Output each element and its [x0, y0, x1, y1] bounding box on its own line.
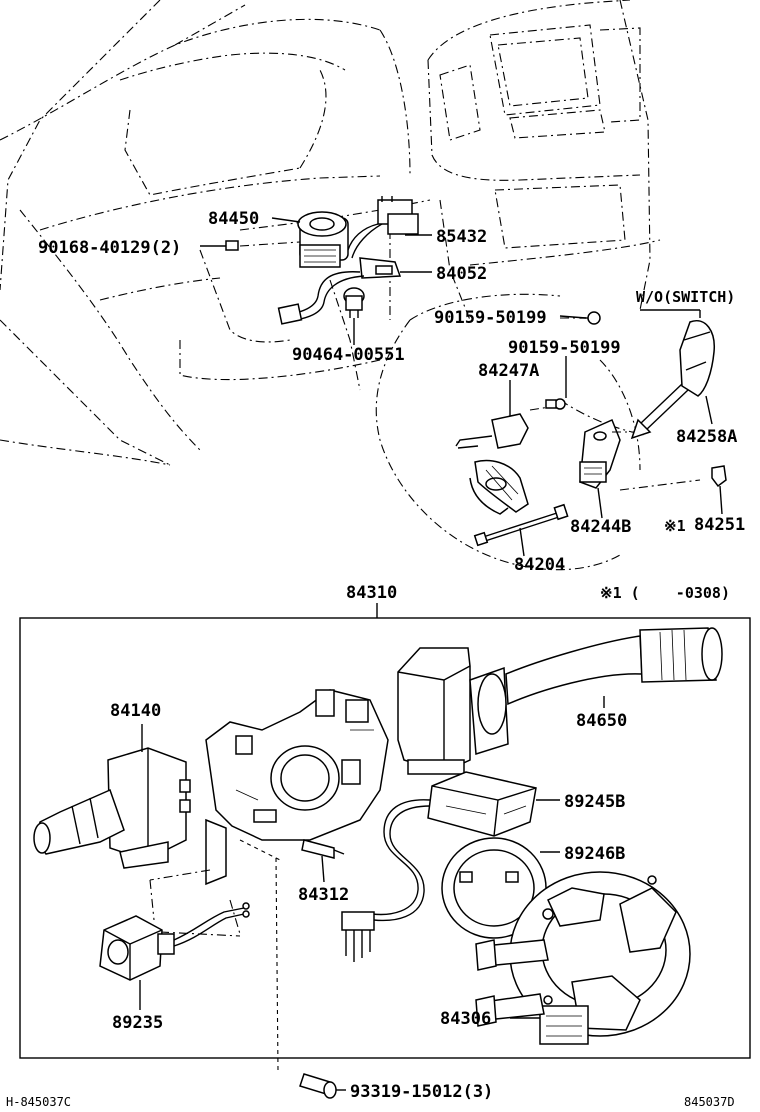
label-90464-00551: 90464-00551 — [292, 345, 405, 365]
callout-line-84251 — [619, 479, 701, 491]
footer-right-code: 845037D — [684, 1095, 735, 1109]
part-84650-wiper-switch — [397, 627, 723, 775]
label-90159-50199-b: 90159-50199 — [508, 338, 621, 358]
part-90464-clip — [343, 287, 365, 318]
part-89235-sensor — [99, 902, 250, 981]
label-note-0308: ※1 ( -0308) — [600, 584, 730, 602]
label-93319-15012: 93319-15012(3) — [350, 1082, 493, 1102]
label-84312: 84312 — [298, 885, 349, 905]
label-84251: 84251 — [694, 515, 745, 535]
part-84306-spiral-cable — [475, 871, 691, 1045]
part-84258a-bracket — [679, 320, 715, 397]
leader-84251 — [719, 485, 723, 515]
part-84312-pin — [301, 839, 345, 859]
leader-90159-a — [559, 315, 587, 319]
dashboard-outline — [0, 0, 661, 571]
part-89245b-sensor — [341, 771, 537, 962]
label-84204: 84204 — [514, 555, 565, 575]
part-89246b-ring — [441, 837, 547, 939]
label-84140: 84140 — [110, 701, 161, 721]
label-note-mark-1: ※1 — [664, 517, 686, 535]
label-wo-switch: W/O(SWITCH) — [636, 288, 735, 306]
label-89235: 89235 — [112, 1013, 163, 1033]
leader-84244b — [597, 487, 603, 519]
part-93319-bolt — [299, 1073, 346, 1099]
part-column-lower-body — [469, 459, 529, 515]
part-84204-shaft — [473, 503, 569, 547]
leader-84312 — [321, 855, 325, 883]
label-89246b: 89246B — [564, 844, 625, 864]
footer-left-code: H-845037C — [6, 1095, 71, 1109]
label-84650: 84650 — [576, 711, 627, 731]
label-90168-40129: 90168-40129(2) — [38, 238, 181, 258]
part-84140-lever-switch — [33, 747, 191, 869]
leader-84204 — [519, 527, 525, 557]
label-85432: 85432 — [436, 227, 487, 247]
part-84052-harness — [277, 257, 402, 325]
label-84450: 84450 — [208, 209, 259, 229]
part-84244b-switch — [579, 418, 621, 489]
leader-84258a — [705, 395, 713, 425]
part-85432-relay — [347, 196, 419, 259]
label-90159-50199-a: 90159-50199 — [434, 308, 547, 328]
part-90168-screw — [225, 240, 301, 251]
assembly-frame-84310 — [19, 617, 751, 1059]
label-84310: 84310 — [346, 583, 397, 603]
label-84247a: 84247A — [478, 361, 539, 381]
part-switch-bracket-body — [205, 689, 389, 886]
part-84450-switch — [297, 211, 349, 268]
label-84052: 84052 — [436, 264, 487, 284]
part-84251-clip — [711, 465, 727, 488]
part-90159-screw-b — [529, 398, 566, 411]
label-89245b: 89245B — [564, 792, 625, 812]
part-90159-screw-a — [560, 311, 601, 325]
arrow-84258a-to-84244b — [630, 383, 689, 440]
leader-84450 — [271, 217, 301, 223]
label-84258a: 84258A — [676, 427, 737, 447]
part-84247a-switch — [455, 413, 529, 449]
label-84306: 84306 — [440, 1009, 491, 1029]
label-84244b: 84244B — [570, 517, 631, 537]
